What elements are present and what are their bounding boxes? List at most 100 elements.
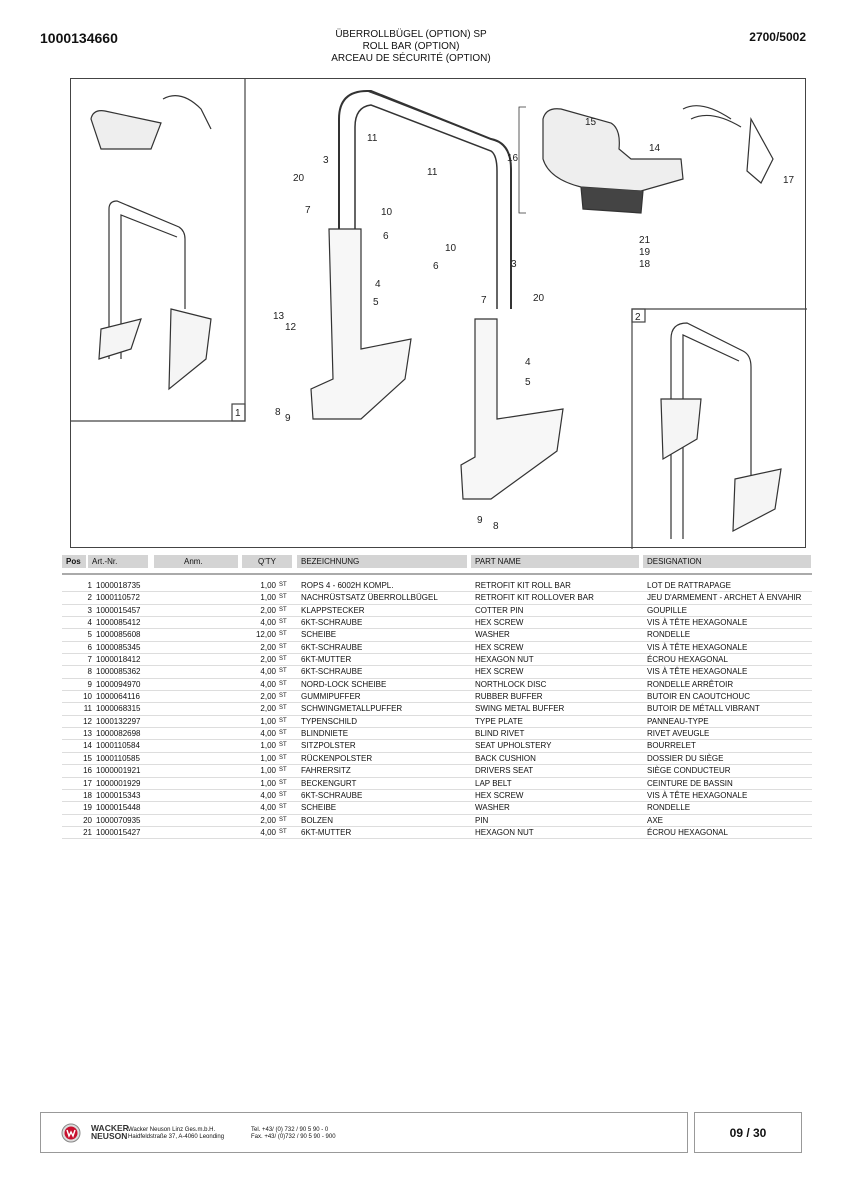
bezeichnung: ROPS 4 - 6002H KOMPL. [301,581,394,590]
article-number: 1000015448 [96,803,141,813]
pos: 5 [87,630,92,640]
bezeichnung: NORD-LOCK SCHEIBE [301,679,387,689]
bezeichnung: 6KT-SCHRAUBE [301,618,363,628]
article-number: 1000070935 [96,815,141,825]
callout-label: 6 [433,261,439,272]
part-name: COTTER PIN [475,605,524,615]
unit: ST [279,582,287,588]
designation: RONDELLE [647,803,691,813]
unit: ST [279,791,287,798]
callout-label: 12 [285,322,297,333]
quantity: 1,00 [260,753,276,763]
pos: 9 [87,679,92,689]
title-de: ÜBERROLLBÜGEL (OPTION) SP [335,29,487,40]
callout-label: 9 [477,515,483,526]
part-name: SWING METAL BUFFER [475,704,565,714]
quantity: 1,00 [260,581,276,590]
bezeichnung: BOLZEN [301,815,334,825]
inset-label-1: 1 [235,408,241,419]
designation: RONDELLE ARRÊTOIR [647,679,734,689]
designation: DOSSIER DU SIÈGE [647,753,724,763]
header-divider [62,573,812,575]
quantity: 1,00 [260,741,276,751]
unit: ST [279,730,287,737]
unit: ST [279,754,287,761]
unit: ST [279,767,287,774]
page-number: 09 / 30 [694,1112,802,1153]
quantity: 4,00 [260,679,276,689]
callout-label: 18 [639,259,651,270]
footer: WACKER NEUSON Wacker Neuson Linz Ges.m.b… [40,1112,688,1153]
unit: ST [279,693,287,700]
quantity: 12,00 [255,630,276,640]
article-number: 1000001921 [96,766,141,776]
bezeichnung: TYPENSCHILD [301,716,358,726]
col-art: Art.-Nr. [88,555,148,568]
article-number: 1000085608 [96,630,141,640]
quantity: 1,00 [260,766,276,776]
callout-label: 10 [381,207,393,218]
logo-text: WACKER NEUSON [91,1123,129,1141]
article-number: 1000015457 [96,605,141,615]
article-number: 1000068315 [96,704,141,714]
pos: 13 [83,729,92,739]
callout-label: 5 [373,297,379,308]
part-name: HEX SCREW [475,667,524,677]
pos: 12 [83,716,92,726]
bezeichnung: GUMMIPUFFER [301,692,361,702]
article-number: 1000110572 [96,593,140,603]
pos: 10 [83,692,92,702]
designation: CEINTURE DE BASSIN [647,778,733,788]
callout-label: 3 [323,155,329,166]
telephone: Tel. +43/ (0) 732 / 90 5 90 - 0 [251,1127,329,1133]
quantity: 2,00 [260,655,276,665]
part-name: TYPE PLATE [475,716,523,726]
designation: BUTOIR EN CAOUTCHOUC [647,692,750,702]
pos: 19 [83,803,92,813]
callout-label: 7 [481,295,487,306]
company-name: Wacker Neuson Linz Ges.m.b.H. [128,1127,216,1133]
document-number: 1000134660 [40,30,118,46]
quantity: 4,00 [260,667,276,677]
parts-table: Pos Art.-Nr. Anm. Q'TY BEZEICHNUNG PART … [62,555,812,840]
article-number: 1000085362 [96,667,141,677]
article-number: 1000015343 [96,790,141,800]
designation: RONDELLE [647,630,691,640]
quantity: 4,00 [260,729,276,739]
quantity: 2,00 [260,692,276,702]
unit: ST [279,668,287,675]
article-number: 1000110584 [96,741,140,751]
unit: ST [279,779,287,786]
bezeichnung: SCHEIBE [301,630,337,640]
callout-label: 15 [585,117,597,128]
table-header: Pos Art.-Nr. Anm. Q'TY BEZEICHNUNG PART … [62,555,812,568]
page-code: 2700/5002 [749,30,806,44]
callout-label: 4 [525,357,531,368]
designation: SIÈGE CONDUCTEUR [647,766,731,776]
bezeichnung: SCHEIBE [301,803,337,813]
pos: 8 [87,667,92,677]
quantity: 4,00 [260,790,276,800]
col-designation: DESIGNATION [643,555,811,568]
col-qty: Q'TY [242,555,292,568]
designation: VIS À TÊTE HEXAGONALE [647,618,748,628]
unit: ST [279,643,287,650]
article-number: 1000082698 [96,729,141,739]
col-pos: Pos [62,555,86,568]
quantity: 2,00 [260,642,276,652]
quantity: 4,00 [260,618,276,628]
designation: GOUPILLE [647,605,688,615]
